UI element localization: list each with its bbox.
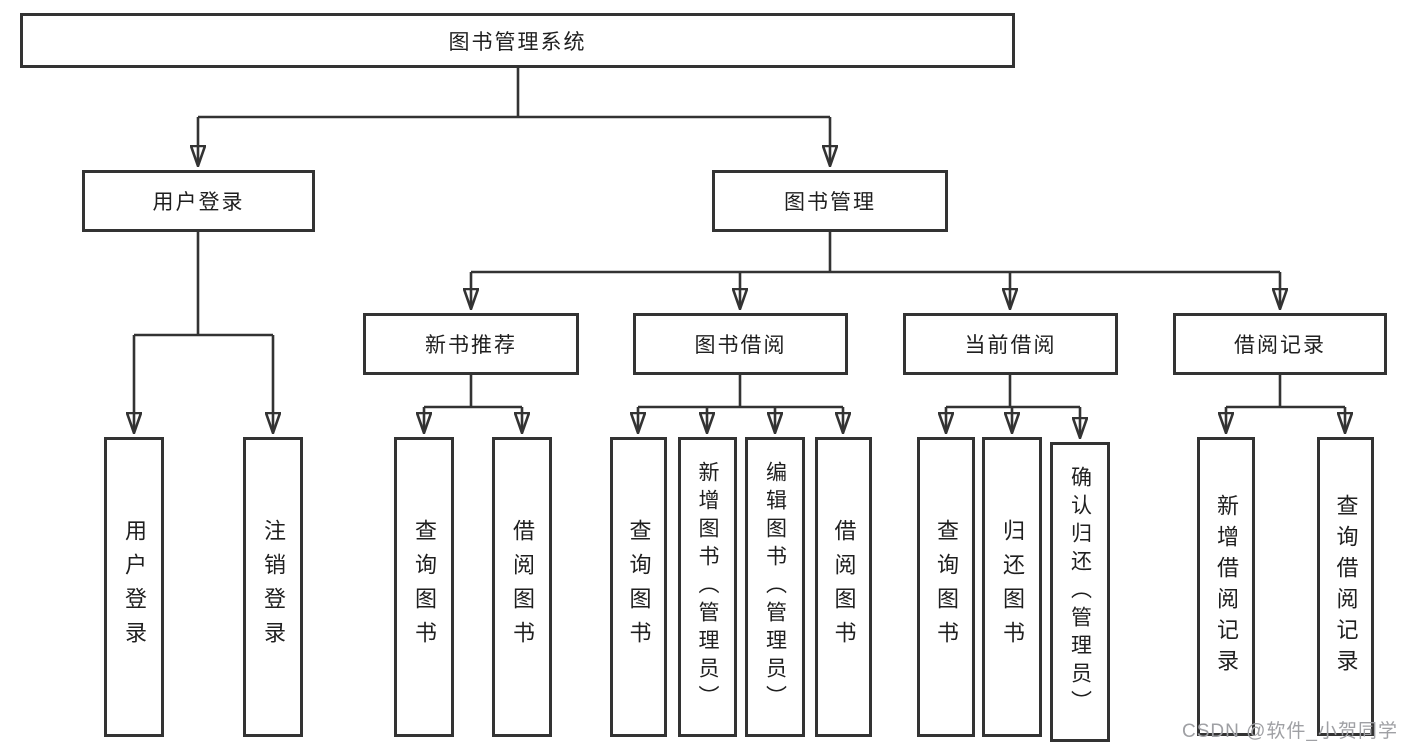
node-label: 图书管理 [784,191,876,214]
node-borrowing-records: 借阅记录 [1173,313,1387,375]
leaf-confirm-return-admin: 确认归还（管理员） [1050,442,1110,742]
edge-new-book-recommendation-to-children [424,375,522,433]
node-label: 借阅图书 [831,519,857,655]
node-label: 新增借阅记录 [1214,493,1239,680]
node-root-system: 图书管理系统 [20,13,1015,68]
leaf-logout: 注销登录 [243,437,303,737]
leaf-query-books-recommend: 查询图书 [394,437,454,737]
edge-root-to-children [198,68,830,166]
edge-book-borrowing-to-children [638,375,843,433]
node-label: 当前借阅 [964,334,1057,357]
node-label: 用户登录 [122,519,147,655]
node-label: 用户登录 [152,191,245,214]
node-label: 编辑图书（管理员） [763,461,787,713]
leaf-user-login: 用户登录 [104,437,164,737]
node-label: 新书推荐 [425,334,517,357]
node-label: 借阅记录 [1234,334,1326,357]
node-label: 确认归还（管理员） [1068,466,1092,718]
node-book-borrowing: 图书借阅 [633,313,848,375]
node-new-book-recommendation: 新书推荐 [363,313,579,375]
leaf-add-borrow-record: 新增借阅记录 [1197,437,1255,736]
edge-user-login-to-children [134,232,273,433]
node-label: 注销登录 [261,519,286,655]
edge-borrowing-records-to-children [1226,375,1345,433]
leaf-add-books-admin: 新增图书（管理员） [678,437,737,737]
node-label: 新增图书（管理员） [696,461,719,713]
leaf-query-books-borrowing: 查询图书 [610,437,667,737]
leaf-borrow-books-recommend: 借阅图书 [492,437,552,737]
node-label: 查询图书 [412,519,437,655]
node-label: 归还图书 [1000,519,1025,655]
leaf-query-books-current: 查询图书 [917,437,975,737]
edge-current-borrowing-to-children [946,375,1080,438]
node-label: 查询图书 [626,519,652,655]
node-label: 查询借阅记录 [1333,493,1359,680]
csdn-watermark: CSDN @软件_小贺同学 [1182,721,1398,742]
node-label: 借阅图书 [510,519,535,655]
leaf-query-borrow-record: 查询借阅记录 [1317,437,1374,736]
leaf-edit-books-admin: 编辑图书（管理员） [745,437,805,737]
node-label: 图书借阅 [694,334,787,357]
node-current-borrowing: 当前借阅 [903,313,1118,375]
node-user-login-module: 用户登录 [82,170,315,232]
leaf-return-books: 归还图书 [982,437,1042,737]
edge-book-management-to-children [471,232,1280,309]
leaf-borrow-books: 借阅图书 [815,437,872,737]
node-label: 图书管理系统 [448,30,587,54]
node-book-management-module: 图书管理 [712,170,948,232]
node-label: 查询图书 [934,519,959,655]
